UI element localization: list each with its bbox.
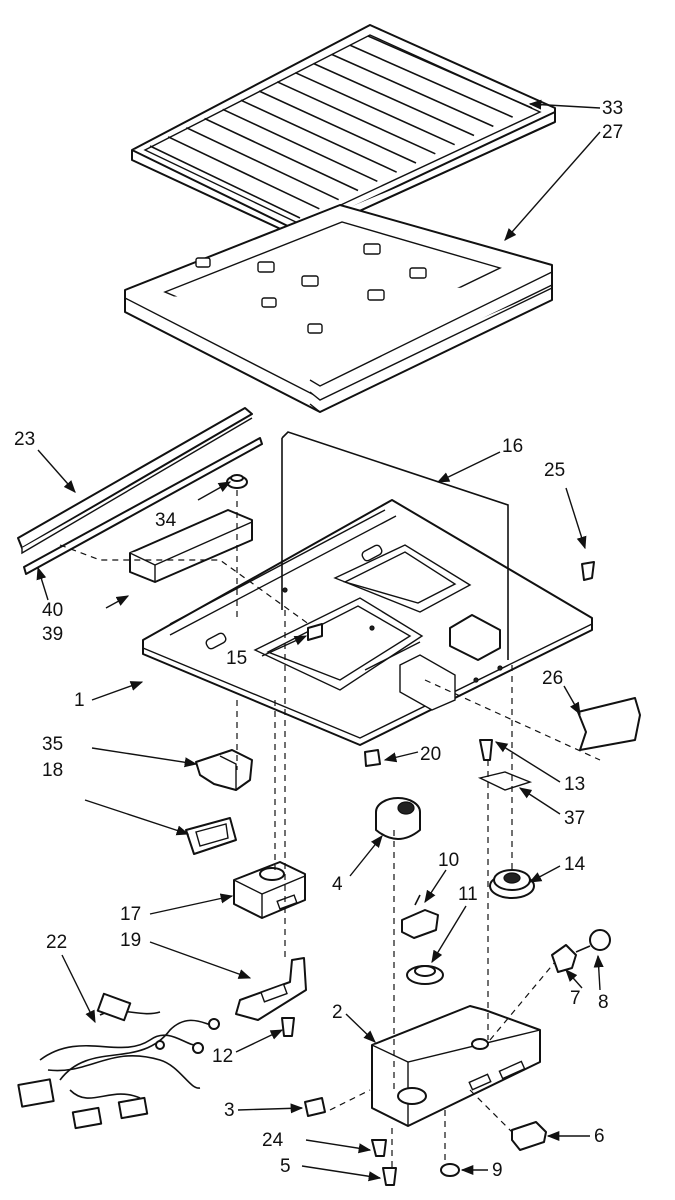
callout-22: 22 — [46, 932, 67, 953]
part-40-gasket — [23, 437, 263, 575]
part-14-fan — [489, 869, 535, 899]
callout-24: 24 — [262, 1130, 284, 1151]
callout-19: 19 — [120, 930, 141, 951]
part-13-screw — [479, 739, 493, 761]
part-19-bracket — [235, 957, 307, 1021]
grille-bar — [313, 62, 475, 137]
assembly-lines — [59, 490, 601, 1168]
part-4-motor — [375, 797, 421, 840]
callout-23: 23 — [14, 429, 35, 450]
part-39-channel — [129, 509, 253, 583]
grille-bar — [349, 44, 513, 118]
callout-27: 27 — [602, 122, 623, 143]
grille-bar — [367, 35, 533, 109]
part-16-wire — [281, 431, 509, 660]
part-25-screw — [581, 561, 595, 581]
part-6-switch — [511, 1121, 547, 1151]
callout-37: 37 — [564, 808, 585, 829]
grille-bar — [222, 108, 378, 183]
grille-bar — [240, 99, 398, 173]
part-2-housing — [371, 1005, 541, 1127]
callout-10: 10 — [438, 850, 459, 871]
part-11-grommet — [406, 965, 444, 985]
part-10-thermostat — [401, 894, 439, 939]
callout-2: 2 — [332, 1002, 343, 1023]
callout-7: 7 — [570, 988, 581, 1009]
part-34-nut — [226, 474, 248, 489]
callout-4: 4 — [332, 874, 343, 895]
grille-bar — [149, 145, 301, 219]
callout-6: 6 — [594, 1126, 605, 1147]
callout-12: 12 — [212, 1046, 233, 1067]
grille-bar — [185, 126, 340, 201]
leader-lines — [36, 99, 604, 1182]
grille-bar — [258, 90, 417, 164]
callout-14: 14 — [564, 854, 586, 875]
callout-25: 25 — [544, 460, 565, 481]
part-33-grille — [131, 24, 556, 239]
grille-bar — [331, 53, 494, 128]
part-20-clip — [364, 749, 381, 767]
callout-26: 26 — [542, 668, 563, 689]
callout-20: 20 — [420, 744, 441, 765]
part-15-screw — [307, 623, 323, 641]
part-8-bulb — [575, 929, 611, 953]
part-27-frame — [124, 204, 553, 413]
part-7-socket — [551, 944, 577, 973]
callout-13: 13 — [564, 774, 585, 795]
callout-labels: 33 27 23 16 25 34 40 39 15 1 26 35 20 18… — [14, 98, 623, 1181]
grille-bar — [167, 136, 320, 210]
callout-35: 35 — [42, 734, 63, 755]
part-1-liner — [142, 499, 593, 746]
part-18-bezel — [185, 817, 237, 855]
callout-11: 11 — [458, 884, 478, 905]
callout-8: 8 — [598, 992, 609, 1013]
part-23-strip — [17, 407, 253, 555]
part-26-tape — [577, 697, 641, 751]
part-22-harness — [17, 992, 220, 1130]
callout-39: 39 — [42, 624, 63, 645]
callout-33: 33 — [602, 98, 623, 119]
callout-3: 3 — [224, 1100, 235, 1121]
callout-40: 40 — [42, 600, 63, 621]
part-5-screw — [382, 1167, 397, 1186]
callout-34: 34 — [155, 510, 177, 531]
part-3-connector — [304, 1097, 326, 1117]
grille-bar — [295, 71, 455, 146]
grille-bar — [276, 81, 436, 155]
callout-9: 9 — [492, 1160, 503, 1181]
part-37-plate — [477, 771, 533, 791]
part-17-control-box — [233, 861, 306, 919]
callout-18: 18 — [42, 760, 63, 781]
callout-17: 17 — [120, 904, 141, 925]
part-9-nut — [440, 1163, 460, 1177]
part-12-screw — [281, 1017, 295, 1037]
callout-1: 1 — [74, 690, 85, 711]
part-24-screw — [371, 1139, 387, 1157]
grille-bar — [204, 117, 359, 192]
callout-16: 16 — [502, 436, 523, 457]
callout-15: 15 — [226, 648, 247, 669]
callout-5: 5 — [280, 1156, 291, 1177]
part-35-switch — [195, 749, 253, 791]
